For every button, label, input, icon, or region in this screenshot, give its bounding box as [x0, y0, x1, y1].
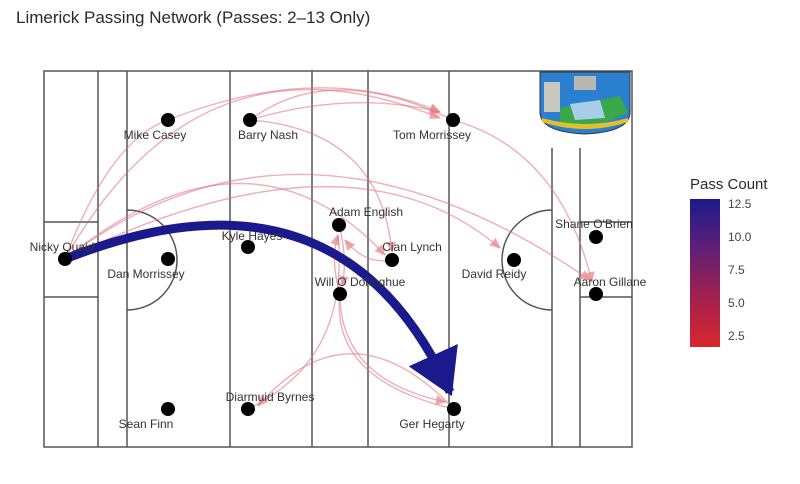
svg-text:Will O Donoghue: Will O Donoghue [315, 275, 406, 289]
player-node-mike-casey: Mike Casey [124, 113, 187, 142]
pass-edge [64, 88, 441, 260]
legend-title: Pass Count [690, 176, 768, 193]
player-nodes: Nicky Quaid Mike Casey Barry Nash Tom Mo… [30, 113, 647, 431]
limerick-crest-logo [539, 71, 631, 135]
svg-text:Ger Hegarty: Ger Hegarty [399, 417, 464, 431]
player-node-barry-nash: Barry Nash [238, 113, 298, 142]
player-node-kyle-hayes: Kyle Hayes [222, 229, 283, 254]
legend-tick: 5.0 [728, 296, 745, 310]
pass-edge [249, 89, 454, 121]
pass-count-legend: Pass Count 12.5 10.0 7.5 5.0 2.5 [690, 176, 768, 347]
chart-title: Limerick Passing Network (Passes: 2–13 O… [16, 8, 371, 27]
pass-edge [338, 293, 455, 410]
pass-edge [249, 101, 441, 121]
player-node-david-reidy: David Reidy [462, 253, 527, 281]
svg-text:Diarmuid Byrnes: Diarmuid Byrnes [226, 390, 315, 404]
svg-text:Adam English: Adam English [329, 205, 403, 219]
pass-edge [452, 119, 595, 283]
legend-tick: 7.5 [728, 263, 745, 277]
pass-edge [167, 87, 441, 121]
pass-edge-nicky-quaid-to-ger-hegarty [63, 220, 458, 397]
svg-text:Nicky Quaid: Nicky Quaid [30, 240, 95, 254]
player-node-diarmuid-byrnes: Diarmuid Byrnes [226, 390, 315, 416]
pass-edge [64, 173, 591, 281]
player-node-dan-morrissey: Dan Morrissey [107, 252, 185, 281]
svg-text:Shane O'Brien: Shane O'Brien [555, 217, 633, 231]
player-node-tom-morrissey: Tom Morrissey [393, 113, 471, 142]
pass-edge [247, 234, 340, 410]
pass-edge [64, 182, 386, 260]
svg-text:Aaron Gillane: Aaron Gillane [574, 275, 647, 289]
svg-text:Barry Nash: Barry Nash [238, 128, 298, 142]
player-node-nicky-quaid: Nicky Quaid [30, 240, 95, 266]
pass-edge [64, 119, 169, 260]
legend-tick: 10.0 [728, 230, 752, 244]
pass-edge [64, 185, 501, 260]
pass-edge [249, 119, 396, 253]
player-node-cian-lynch: Cian Lynch [382, 240, 442, 267]
legend-tick: 12.5 [728, 197, 752, 211]
svg-text:Sean Finn: Sean Finn [119, 417, 174, 431]
legend-tick: 2.5 [728, 329, 745, 343]
player-node-adam-english: Adam English [329, 205, 403, 232]
svg-text:Dan Morrissey: Dan Morrissey [107, 267, 184, 281]
player-node-ger-hegarty: Ger Hegarty [399, 402, 465, 431]
player-node-will-o-donoghue: Will O Donoghue [315, 275, 406, 301]
svg-text:Kyle Hayes: Kyle Hayes [222, 229, 283, 243]
svg-text:Mike Casey: Mike Casey [124, 128, 187, 142]
svg-text:David Reidy: David Reidy [462, 267, 527, 281]
pitch-lines [43, 70, 633, 448]
player-node-shane-obrien: Shane O'Brien [555, 217, 633, 244]
svg-text:Tom Morrissey: Tom Morrissey [393, 128, 471, 142]
player-node-aaron-gillane: Aaron Gillane [574, 275, 647, 301]
svg-text:Cian Lynch: Cian Lynch [382, 240, 442, 254]
player-node-sean-finn: Sean Finn [119, 402, 175, 431]
legend-colorbar [690, 199, 720, 347]
